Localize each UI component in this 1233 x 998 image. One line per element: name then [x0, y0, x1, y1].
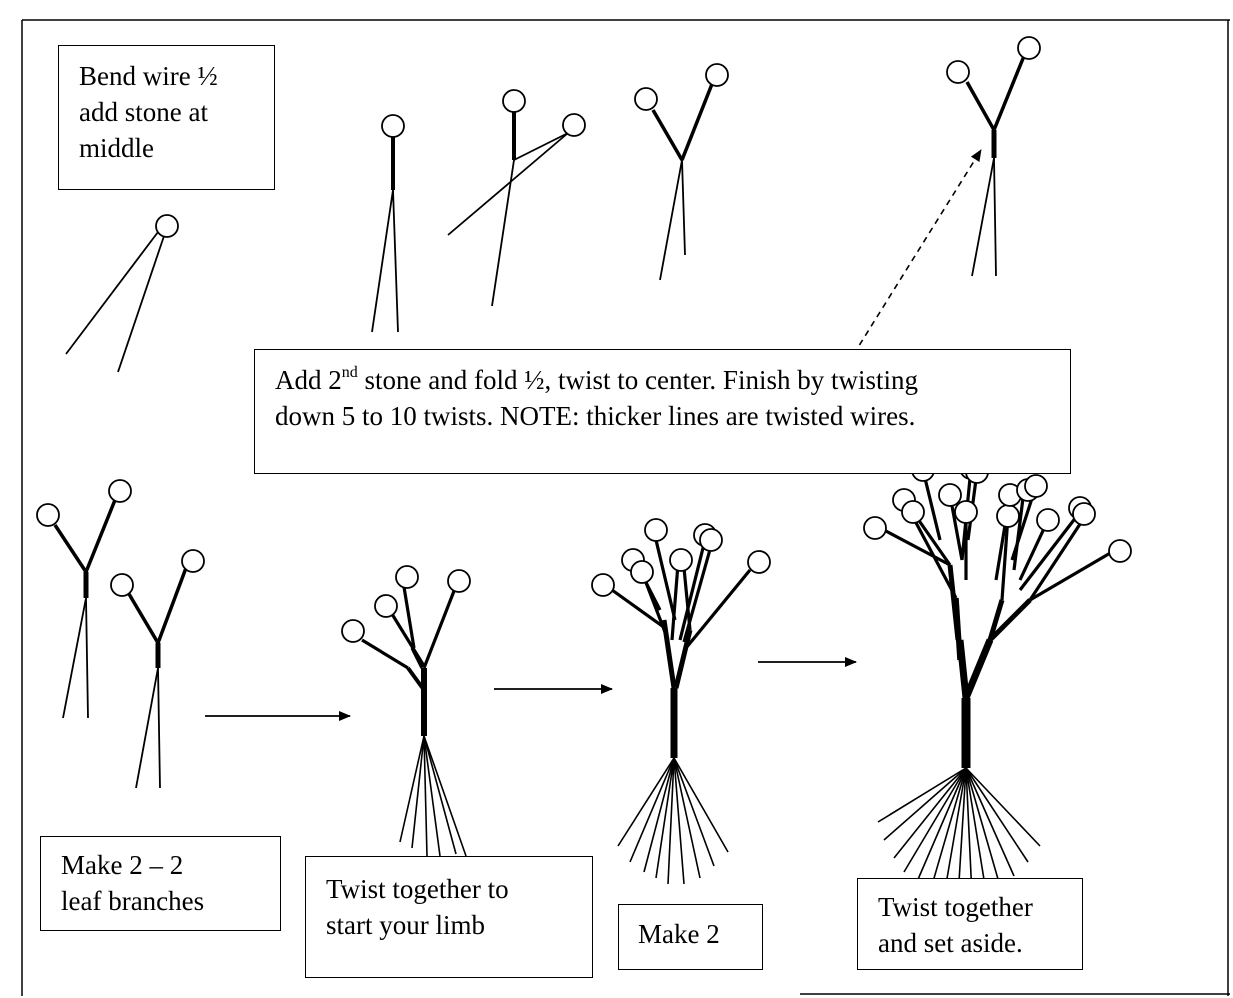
- stone-icon: [634, 87, 658, 111]
- dashed-arrow: [841, 149, 982, 374]
- caption-line: Twist together: [878, 892, 1033, 922]
- caption-make-two: Make 2: [618, 904, 763, 970]
- caption-line: Add 2nd stone and fold ½, twist to cente…: [275, 362, 1070, 398]
- stone-icon: [108, 479, 132, 503]
- stone-icon: [669, 548, 693, 572]
- stone-icon: [644, 518, 668, 542]
- stone-icon: [863, 516, 887, 540]
- stone-icon: [630, 560, 654, 584]
- caption-line: Twist together to: [326, 874, 509, 904]
- stone-icon: [381, 114, 405, 138]
- caption-line: down 5 to 10 twists. NOTE: thicker lines…: [275, 401, 916, 431]
- caption-line: and set aside.: [878, 928, 1023, 958]
- stone-icon: [374, 594, 398, 618]
- stone-icon: [1072, 502, 1096, 526]
- stone-icon: [36, 503, 60, 527]
- stone-icon: [1108, 539, 1132, 563]
- caption-line: add stone at: [79, 97, 208, 127]
- stone-icon: [447, 569, 471, 593]
- step2c-y-wire: [634, 63, 729, 281]
- step2a-wire: [371, 114, 405, 333]
- stone-icon: [591, 573, 615, 597]
- full-tree: [863, 456, 1132, 899]
- stone-icon: [562, 113, 586, 137]
- caption-line: Make 2 – 2: [61, 850, 184, 880]
- step2b-wire: [447, 89, 586, 307]
- stone-icon: [1036, 508, 1060, 532]
- outer-frame: [21, 19, 1230, 996]
- caption-twist-aside: Twist together and set aside.: [857, 878, 1083, 970]
- caption-line: Make 2: [638, 919, 720, 949]
- caption-line: leaf branches: [61, 886, 205, 916]
- step1-bent-wire: [65, 214, 179, 373]
- stone-icon: [946, 60, 970, 84]
- stone-icon: [699, 528, 723, 552]
- caption-make-branches: Make 2 – 2 leaf branches: [40, 836, 281, 931]
- caption-bend-wire: Bend wire ½ add stone at middle: [58, 45, 275, 190]
- stone-icon: [1024, 474, 1048, 498]
- limb-tree: [341, 565, 471, 857]
- stone-icon: [395, 565, 419, 589]
- caption-text: stone and fold ½, twist to center. Finis…: [357, 365, 918, 395]
- stone-icon: [996, 504, 1020, 528]
- caption-twist-limb: Twist together to start your limb: [305, 856, 593, 978]
- caption-line: Bend wire ½: [79, 61, 218, 91]
- caption-add-second-stone: Add 2nd stone and fold ½, twist to cente…: [254, 349, 1071, 474]
- leaf-branch-pair: [36, 479, 205, 789]
- stone-icon: [901, 500, 925, 524]
- stone-icon: [747, 550, 771, 574]
- stone-icon: [502, 89, 526, 113]
- stone-icon: [1017, 36, 1041, 60]
- stone-icon: [341, 619, 365, 643]
- step2d-leaf-branch: [946, 36, 1041, 277]
- caption-text: Add 2: [275, 365, 342, 395]
- stone-icon: [155, 214, 179, 238]
- stone-icon: [954, 500, 978, 524]
- caption-line: start your limb: [326, 910, 485, 940]
- medium-tree: [591, 518, 771, 885]
- ordinal-suffix: nd: [341, 364, 358, 381]
- stone-icon: [938, 483, 962, 507]
- stone-icon: [181, 549, 205, 573]
- stone-icon: [705, 63, 729, 87]
- caption-line: middle: [79, 133, 154, 163]
- stone-icon: [110, 573, 134, 597]
